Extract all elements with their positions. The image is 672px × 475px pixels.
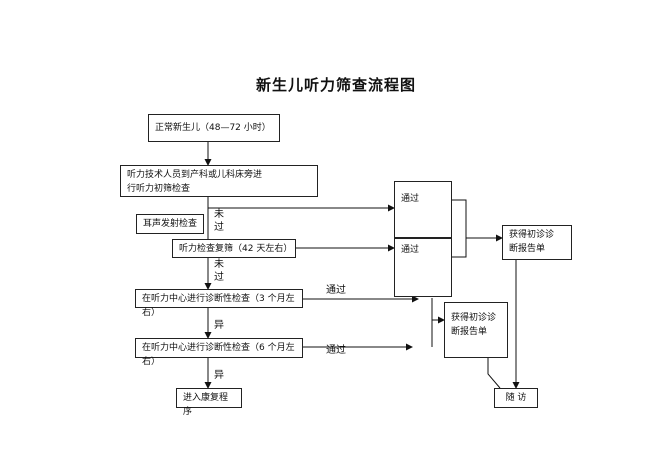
report2-line-1: 获得初诊诊	[451, 313, 497, 323]
diag6-label: 在听力中心进行诊断性检查（6 个月左右）	[142, 343, 295, 367]
pass2-label: 通过	[401, 245, 420, 255]
box-diagnosis-3m: 在听力中心进行诊断性检查（3 个月左右）	[135, 289, 303, 318]
followup-label: 随 访	[505, 393, 527, 403]
rehab-label: 进入康复程序	[183, 393, 229, 417]
box-rescreen: 听力检查复筛（42 天左右）	[172, 239, 296, 258]
initial-line-1: 听力技术人员到产科或儿科床旁进	[127, 170, 263, 180]
fail-label-1b: 过	[214, 222, 224, 233]
oae-label: 耳声发射检查	[143, 219, 198, 229]
diag3-label: 在听力中心进行诊断性检查（3 个月左右）	[142, 294, 295, 318]
rescreen-label: 听力检查复筛（42 天左右）	[179, 244, 293, 254]
fail-label-2b: 过	[214, 272, 224, 283]
box-diagnosis-6m: 在听力中心进行诊断性检查（6 个月左右）	[135, 338, 303, 367]
line-pass1-to-report1	[452, 199, 503, 242]
report1-line-2: 断报告单	[509, 244, 546, 254]
newborn-label: 正常新生儿（48—72 小时）	[155, 123, 271, 133]
box-initial-screening: 听力技术人员到产科或儿科床旁进 行听力初筛检查	[120, 165, 318, 197]
report2-line-2: 断报告单	[451, 327, 488, 337]
report1-line-1: 获得初诊诊	[509, 230, 555, 240]
initial-line-2: 行听力初筛检查	[127, 184, 191, 194]
box-report-1: 获得初诊诊 断报告单	[502, 225, 572, 260]
line-pass2-to-report1	[452, 238, 467, 258]
box-oae-test: 耳声发射检查	[136, 214, 204, 234]
pass-label-diag6: 通过	[326, 345, 346, 356]
pass-label-diag3: 通过	[326, 285, 346, 296]
abnormal-label-1: 异	[214, 320, 224, 331]
pass1-label: 通过	[401, 194, 420, 204]
fail-label-2a: 未	[214, 259, 224, 270]
page-title: 新生儿听力筛查流程图	[255, 76, 416, 94]
box-followup: 随 访	[494, 388, 538, 408]
box-pass-2: 通过	[394, 238, 452, 297]
box-newborn: 正常新生儿（48—72 小时）	[148, 114, 280, 142]
abnormal-label-2: 异	[214, 370, 224, 381]
box-report-2: 获得初诊诊 断报告单	[444, 302, 508, 358]
fail-label-1a: 未	[214, 209, 224, 220]
box-pass-1: 通过	[394, 181, 452, 238]
box-rehab: 进入康复程序	[176, 388, 242, 417]
